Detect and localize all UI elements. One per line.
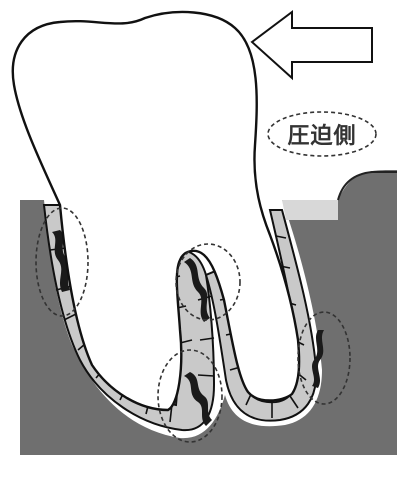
gingiva-strip	[282, 200, 338, 220]
compression-side-label: 圧迫側	[268, 112, 376, 156]
